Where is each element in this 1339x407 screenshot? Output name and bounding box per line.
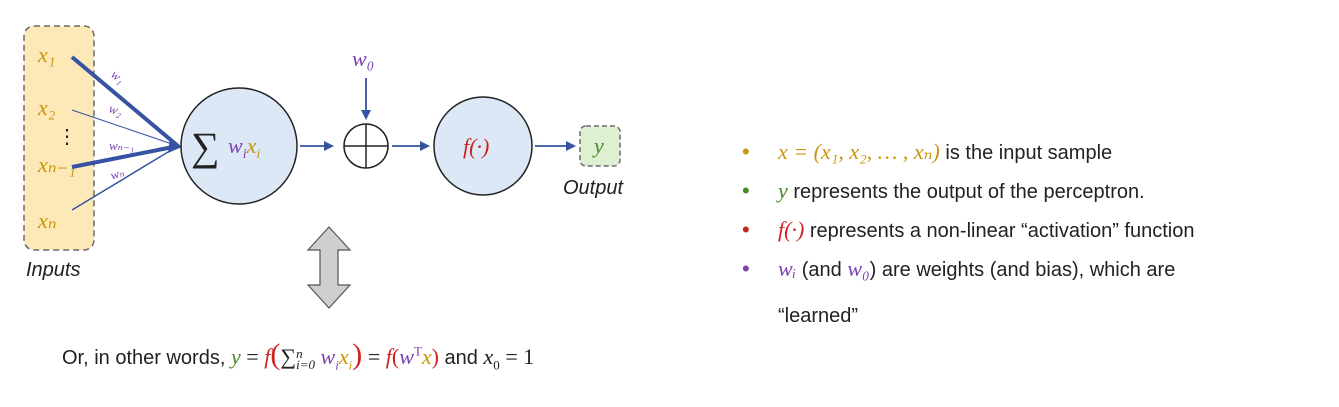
caption-sum-sup: n [296,345,303,361]
caption-eq1: = [246,344,259,369]
inputs-box [23,25,95,251]
edge-w1 [70,55,180,148]
bullet-weights-math2: w₀ [847,256,870,281]
caption-sum-sub: i=0 [296,356,315,372]
input-ellipsis: ⋮ [57,126,77,148]
bullet-output: • y represents the output of the percept… [742,175,1332,208]
weight-wn: wₙ [108,164,126,183]
caption-y: y [230,344,241,369]
sum-term: wixi [228,133,260,162]
activation-label: f(·) [463,134,489,159]
edge-wn-1 [71,144,179,169]
weight-w2: w₂ [107,101,125,119]
edge-w2 [71,109,179,147]
caption-rparen: ) [352,338,363,371]
caption-and: and [444,347,478,369]
bullet-list: • x = (x₁, x₂, … , xₙ) is the input samp… [742,136,1332,338]
activation-neuron [433,96,533,196]
caption-rp2: ) [431,344,439,369]
bullet-dot: • [742,139,750,164]
output-box [579,125,621,167]
caption-eq3: = 1 [505,344,535,369]
caption-prefix: Or, in other words, [62,347,226,369]
input-xn: xₙ [37,208,57,233]
caption-eq2: = [367,344,381,369]
caption-sum: ∑ [280,344,297,369]
bullet-weights: • wᵢ (and w₀) are weights (and bias), wh… [742,253,1332,332]
bullet-weights-text-b: ) are weights (and bias), which are [869,259,1176,281]
bias-w0: w₀ [352,46,374,71]
edge-arrowhead [168,137,182,153]
caption-x: xi [338,344,353,373]
edge-wn [71,145,179,211]
bullet-dot: • [742,256,750,281]
bullet-activation: • f(·) represents a non-linear “activati… [742,214,1332,247]
bullet-activation-text: represents a non-linear “activation” fun… [804,220,1195,242]
caption-f1: f [264,344,271,369]
input-xn-1: xₙ₋₁ [37,152,76,177]
caption-w: wi [320,344,339,373]
output-y: y [592,133,604,158]
bullet-dot: • [742,178,750,203]
bullet-input-text: is the input sample [939,142,1113,164]
caption-x0: x0 [483,344,500,373]
equivalence-double-arrow [306,226,352,309]
bullet-input-math: x = (x₁, x₂, … , xₙ) [778,139,940,164]
inputs-label: Inputs [26,259,80,281]
caption-wT: wT [399,343,422,369]
caption-lp2: ( [391,344,400,369]
bullet-output-text: represents the output of the perceptron. [787,181,1145,203]
weight-wn-1: wₙ₋₁ [109,138,134,153]
oplus-node [343,123,389,169]
bullet-output-math: y [778,178,788,203]
bullet-weights-text-a: (and [796,259,848,281]
input-x1: x₁ [37,42,55,67]
bullet-weights-cont: “learned” [778,305,859,327]
bullet-input: • x = (x₁, x₂, … , xₙ) is the input samp… [742,136,1332,169]
input-x2: x₂ [37,95,56,120]
caption-f2: f [385,344,392,369]
bullet-dot: • [742,217,750,242]
caption-lparen: ( [270,338,281,371]
weight-w1: w₁ [108,67,128,87]
caption-x2: x [421,344,432,369]
bullet-activation-math: f(·) [778,217,805,242]
bullet-weights-math: wᵢ [778,256,797,281]
sum-symbol: ∑ [191,124,220,169]
sum-neuron [180,87,298,205]
output-label: Output [563,177,624,199]
